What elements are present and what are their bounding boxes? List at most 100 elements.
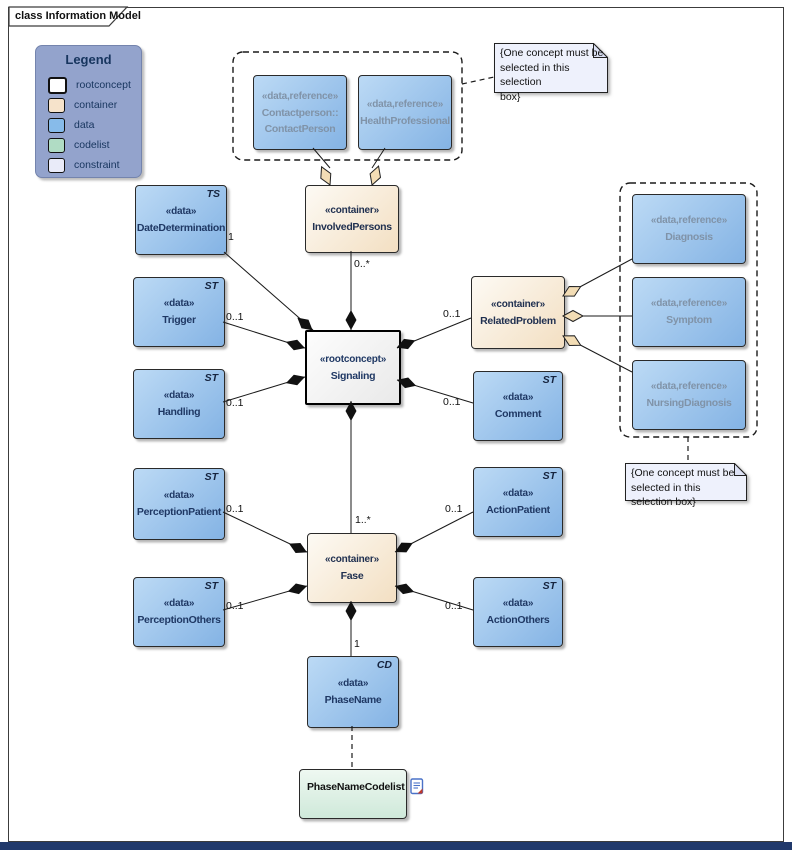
node-trigger[interactable]: ST «data» Trigger (133, 277, 225, 347)
legend-item-data: data (48, 115, 141, 135)
stereotype: «data» (502, 598, 534, 609)
legend-items: rootconcept container data codelist cons… (48, 75, 141, 175)
type-marker: ST (542, 580, 556, 592)
legend-label: data (74, 119, 95, 131)
node-name: InvolvedPersons (312, 221, 392, 233)
legend-item-container: container (48, 95, 141, 115)
legend-item-codelist: codelist (48, 135, 141, 155)
note-text: {One concept must be selected in this se… (500, 47, 604, 103)
multiplicity-label: 1 (354, 638, 360, 650)
constraint-swatch (48, 157, 65, 173)
stereotype: «container» (325, 205, 379, 216)
multiplicity-label: 0..* (354, 258, 370, 270)
legend-label: constraint (74, 159, 120, 171)
codelist-document-icon (409, 778, 423, 795)
legend-panel[interactable]: Legend rootconcept container data codeli… (35, 45, 142, 178)
stereotype: «data» (163, 490, 195, 501)
node-name: Signaling (330, 369, 376, 382)
constraint-note-right[interactable]: {One concept must be selected in this se… (625, 463, 747, 508)
stereotype: «container» (325, 554, 379, 565)
stereotype: «data» (502, 392, 534, 403)
node-name: PerceptionOthers (137, 614, 221, 626)
stereotype: «data,reference» (650, 381, 728, 392)
node-signaling[interactable]: «rootconcept» Signaling (305, 330, 401, 405)
node-diagnosis[interactable]: «data,reference» Diagnosis (632, 194, 746, 264)
node-name: PhaseNameCodelist (307, 780, 405, 793)
stereotype: «data» (337, 678, 369, 689)
stereotype: «container» (491, 298, 545, 310)
multiplicity-label: 0..1 (443, 308, 461, 320)
node-name: ActionPatient (486, 504, 550, 516)
type-marker: ST (204, 471, 218, 483)
node-relatedproblem[interactable]: «container» RelatedProblem (471, 276, 565, 349)
stereotype: «rootconcept» (319, 353, 387, 365)
node-phasenamecodelist[interactable]: PhaseNameCodelist (299, 769, 423, 819)
multiplicity-label: 0..1 (445, 600, 463, 612)
type-marker: ST (204, 280, 218, 292)
node-contactperson[interactable]: «data,reference» Contactperson:: Contact… (253, 75, 347, 150)
multiplicity-label: 0..1 (445, 503, 463, 515)
constraint-note-top[interactable]: {One concept must be selected in this se… (494, 43, 608, 103)
node-name: Symptom (666, 314, 712, 326)
node-name: HealthProfessional (360, 114, 450, 127)
multiplicity-label: 1 (228, 231, 234, 243)
node-nursingdiagnosis[interactable]: «data,reference» NursingDiagnosis (632, 360, 746, 430)
type-marker: ST (542, 470, 556, 482)
legend-label: container (74, 99, 118, 111)
type-marker: ST (204, 580, 218, 592)
node-name: Handling (157, 406, 201, 418)
legend-item-constraint: constraint (48, 155, 141, 175)
node-phasename[interactable]: CD «data» PhaseName (307, 656, 399, 728)
legend-label: rootconcept (76, 79, 131, 91)
node-name: Contactperson:: ContactPerson (261, 106, 339, 135)
node-name: PhaseName (324, 694, 382, 706)
node-name: DateDetermination (136, 222, 226, 234)
multiplicity-label: 1..* (355, 514, 371, 526)
stereotype: «data,reference» (650, 215, 728, 226)
stereotype: «data,reference» (650, 298, 728, 309)
node-actionothers[interactable]: ST «data» ActionOthers (473, 577, 563, 647)
rootconcept-swatch (48, 76, 67, 94)
node-name: Fase (340, 570, 364, 582)
legend-title: Legend (65, 52, 112, 67)
node-comment[interactable]: ST «data» Comment (473, 371, 563, 441)
type-marker: CD (376, 659, 392, 671)
node-handling[interactable]: ST «data» Handling (133, 369, 225, 439)
note-shape (625, 463, 747, 501)
node-name: RelatedProblem (480, 314, 556, 327)
stereotype: «data» (165, 206, 197, 217)
stereotype: «data,reference» (261, 90, 339, 102)
codelist-row: PhaseNameCodelist (300, 770, 424, 795)
node-name: Trigger (162, 314, 196, 326)
type-marker: ST (542, 374, 556, 386)
stereotype: «data,reference» (366, 98, 444, 110)
multiplicity-label: 0..1 (226, 600, 244, 612)
codelist-swatch (48, 137, 65, 153)
node-perceptionothers[interactable]: ST «data» PerceptionOthers (133, 577, 225, 647)
multiplicity-label: 0..1 (226, 311, 244, 323)
stereotype: «data» (163, 390, 195, 401)
stereotype: «data» (502, 488, 534, 499)
multiplicity-label: 0..1 (443, 396, 461, 408)
node-involvedpersons[interactable]: «container» InvolvedPersons (305, 185, 399, 253)
node-datedetermination[interactable]: TS «data» DateDetermination (135, 185, 227, 255)
node-name: Diagnosis (665, 231, 713, 243)
node-perceptionpatient[interactable]: ST «data» PerceptionPatient (133, 468, 225, 540)
node-healthprofessional[interactable]: «data,reference» HealthProfessional (358, 75, 452, 150)
node-actionpatient[interactable]: ST «data» ActionPatient (473, 467, 563, 537)
type-marker: TS (206, 188, 220, 200)
data-swatch (48, 117, 65, 133)
legend-item-rootconcept: rootconcept (48, 75, 141, 95)
node-name: ActionOthers (486, 614, 550, 626)
node-symptom[interactable]: «data,reference» Symptom (632, 277, 746, 347)
bottom-bar (0, 842, 792, 850)
diagram-tab-title: class Information Model (15, 10, 141, 22)
note-shape (494, 43, 608, 93)
node-fase[interactable]: «container» Fase (307, 533, 397, 603)
container-swatch (48, 97, 65, 113)
legend-label: codelist (74, 139, 110, 151)
multiplicity-label: 0..1 (226, 397, 244, 409)
node-name: PerceptionPatient (136, 506, 222, 518)
note-text: {One concept must be selected in this se… (631, 467, 735, 508)
type-marker: ST (204, 372, 218, 384)
